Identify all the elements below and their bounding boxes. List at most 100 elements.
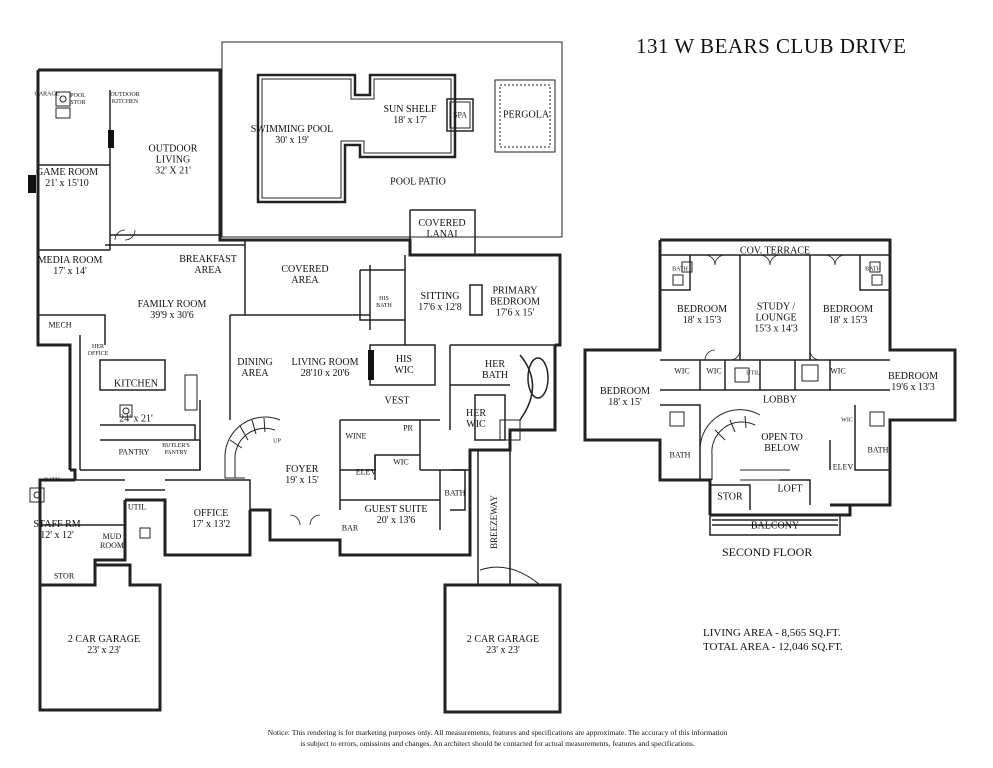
room-label-line: 18' x 15'3 xyxy=(828,315,868,326)
room-label-line: 12' x 12' xyxy=(40,530,74,541)
room-label-line: 24' x 21' xyxy=(119,413,153,425)
room-label-line: BEDROOM xyxy=(676,304,728,315)
room-label-line: BEDROOM xyxy=(887,371,939,382)
room-label-stor-1: STOR xyxy=(54,572,74,581)
fireplace-living xyxy=(368,350,374,380)
room-label-line: BATH xyxy=(669,450,691,460)
room-label-pool-patio: POOL PATIO xyxy=(390,177,446,188)
room-label-line: GARAGE xyxy=(34,91,60,98)
second-stair xyxy=(699,409,790,481)
room-label-line: STOR xyxy=(717,491,743,503)
fireplace-outdoor xyxy=(108,130,114,148)
page-title: 131 W BEARS CLUB DRIVE xyxy=(636,34,907,58)
room-label-stor-2: STOR xyxy=(717,492,742,503)
room-label-wic-2d: WIC xyxy=(841,418,853,425)
room-label-line: LIVING xyxy=(155,154,191,166)
room-label-line: HER xyxy=(91,344,104,350)
room-label-line: BREAKFAST xyxy=(179,254,237,265)
room-label-line: BATH xyxy=(865,266,881,273)
room-label-bar: BAR xyxy=(342,524,358,533)
room-label-line: GAME ROOM xyxy=(36,167,98,178)
room-label-line: LOBBY xyxy=(763,394,797,406)
room-label-line: BELOW xyxy=(764,443,800,454)
room-label-line: BATH xyxy=(44,477,60,484)
spa-outline xyxy=(446,98,474,132)
room-label-line: BALCONY xyxy=(750,520,800,532)
room-label-cov-terrace: COV. TERRACE xyxy=(740,246,810,257)
room-label-kitchen: KITCHEN xyxy=(114,379,158,390)
pergola-outline xyxy=(494,79,556,153)
garage-left-outline xyxy=(38,563,162,712)
room-label-line: POOL xyxy=(70,93,86,99)
room-label-elev-2: ELEV xyxy=(833,463,853,472)
room-label-kitchen-size: 24' x 21' xyxy=(119,414,153,425)
room-label-line: MUD xyxy=(102,532,122,541)
room-label-line: 2 CAR GARAGE xyxy=(466,634,540,645)
room-label-line: COV. TERRACE xyxy=(739,245,811,257)
main-stair xyxy=(224,416,281,479)
room-label-util: UTIL xyxy=(128,503,146,512)
room-label-pantry: PANTRY xyxy=(119,448,150,457)
room-label-line: FOYER xyxy=(285,464,319,475)
room-label-wine: WINE xyxy=(346,432,367,441)
room-label-line: OFFICE xyxy=(193,508,229,519)
room-label-wic-2a: WIC xyxy=(674,367,690,376)
room-label-line: 17' x 14' xyxy=(53,266,87,277)
notice-line-1: Notice: This rendering is for marketing … xyxy=(267,728,728,737)
room-label-line: 39'9 x 30'6 xyxy=(150,310,194,321)
room-label-line: 19'6 x 13'3 xyxy=(891,382,935,393)
room-label-util-2: UTIL xyxy=(746,371,760,378)
room-label-line: VEST xyxy=(384,395,410,407)
room-label-line: BATH xyxy=(481,370,509,381)
room-label-line: COVERED xyxy=(418,218,466,229)
fireplace-game xyxy=(28,175,36,193)
room-label-mech: MECH xyxy=(48,321,71,330)
total-area: TOTAL AREA - 12,046 SQ.FT. xyxy=(703,641,843,653)
room-label-line: POOL PATIO xyxy=(390,176,446,188)
room-label-pr: PR xyxy=(403,424,413,433)
room-label-line: 15'3 x 14'3 xyxy=(754,323,798,335)
room-label-line: WIC xyxy=(393,457,409,467)
room-label-line: SWIMMING POOL xyxy=(250,124,334,135)
room-label-line: ROOM xyxy=(99,541,125,550)
room-label-line: STAFF RM xyxy=(33,519,81,530)
room-label-line: PANTRY xyxy=(164,450,188,456)
room-label-spa: SPA xyxy=(453,111,467,120)
room-label-line: BEDROOM xyxy=(599,386,651,397)
room-label-line: OFFICE xyxy=(87,351,109,357)
room-label-line: HER xyxy=(466,408,486,419)
room-label-bath-guest: BATH xyxy=(445,489,466,498)
room-label-bath-staff: BATH xyxy=(44,478,60,485)
room-label-line: WIC xyxy=(674,366,690,376)
room-label-line: WINE xyxy=(345,431,367,441)
room-label-bath-2a: BATH xyxy=(672,267,688,274)
room-label-line: 32' X 21' xyxy=(155,165,191,177)
room-label-line: 18' x 15'3 xyxy=(682,315,722,326)
room-label-line: 18' x 17' xyxy=(393,115,427,126)
room-label-line: BATH xyxy=(444,488,466,498)
room-label-line: 20' x 13'6 xyxy=(376,515,416,526)
room-label-line: AREA xyxy=(291,275,319,286)
room-label-line: KITCHEN xyxy=(114,378,158,390)
room-label-line: 19' x 15' xyxy=(285,475,319,486)
room-label-line: LIVING ROOM xyxy=(291,357,359,368)
room-label-line: 2 CAR GARAGE xyxy=(67,634,141,645)
room-label-line: 28'10 x 20'6 xyxy=(300,368,350,379)
